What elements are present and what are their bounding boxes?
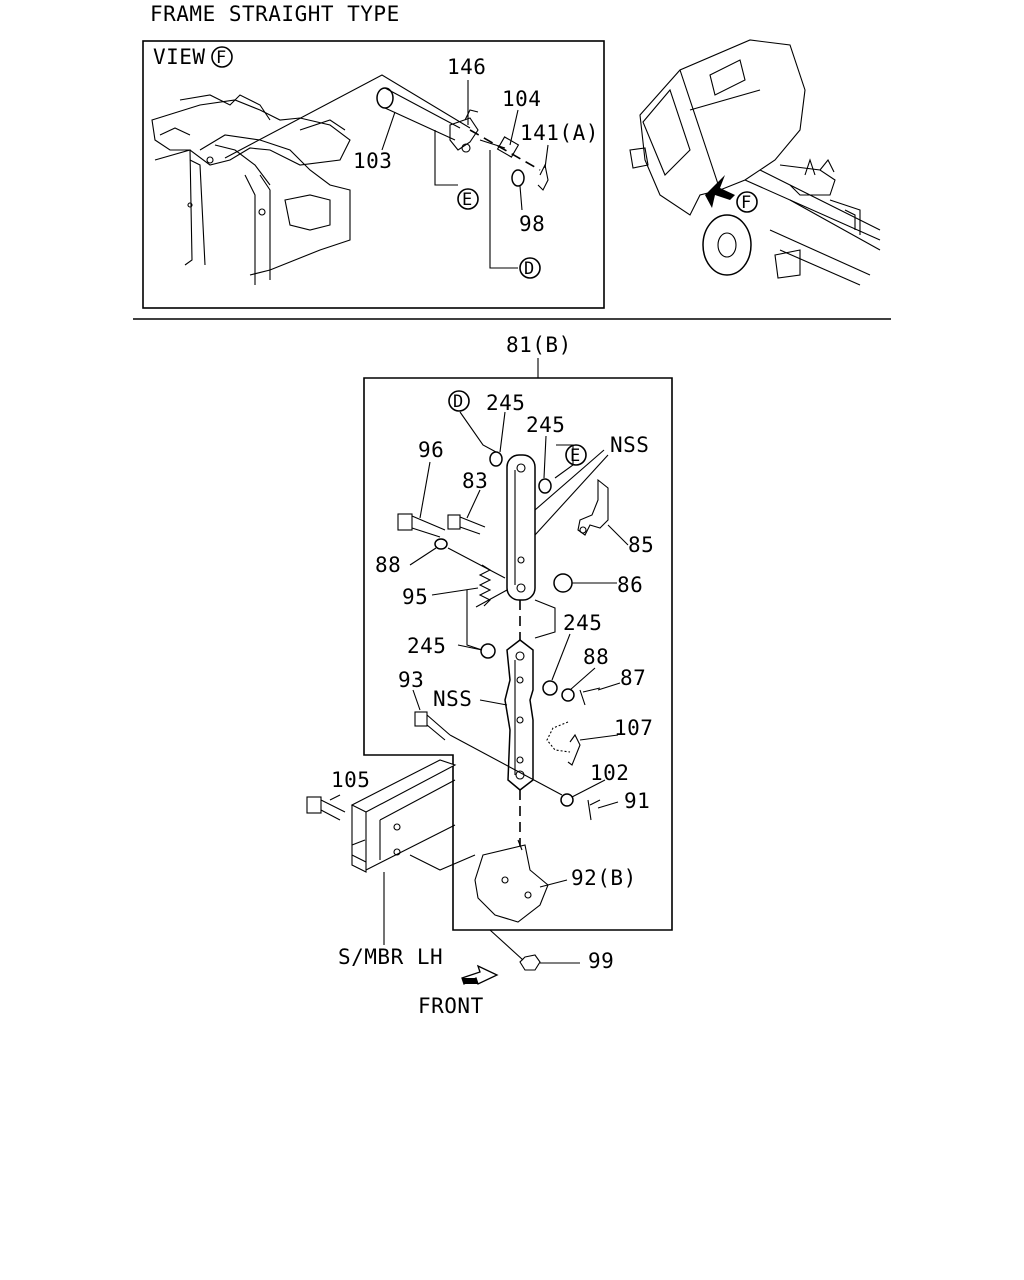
bolt-93 <box>414 711 451 741</box>
label-91: 91 <box>624 789 650 813</box>
label-146: 146 <box>447 55 486 79</box>
label-front: FRONT <box>418 994 484 1018</box>
assembly-frame <box>363 377 673 931</box>
bushing-245-d <box>542 680 558 696</box>
marker-d-main <box>448 390 470 412</box>
label-88-upper: 88 <box>375 553 401 577</box>
label-96: 96 <box>418 438 444 462</box>
view-frame-sketch <box>151 94 351 285</box>
marker-d-main-letter: D <box>453 392 463 412</box>
label-245-a: 245 <box>486 391 525 415</box>
diagram-title: FRAME STRAIGHT TYPE <box>150 2 400 26</box>
lower-link-arm <box>504 639 534 791</box>
label-83: 83 <box>462 469 488 493</box>
part-146 <box>449 109 479 153</box>
label-88-lower: 88 <box>583 645 609 669</box>
bushing-245-c <box>480 643 496 659</box>
label-105: 105 <box>331 768 370 792</box>
view-arrow-icon <box>705 175 735 208</box>
bushing-245-b <box>538 478 552 494</box>
bolt-83 <box>447 514 486 535</box>
label-245-b: 245 <box>526 413 565 437</box>
label-99: 99 <box>588 949 614 973</box>
bushing-245-a <box>489 451 503 467</box>
label-smbr-lh: S/MBR LH <box>338 945 443 969</box>
truck-wheel <box>702 214 752 276</box>
label-141: 141(A) <box>520 121 599 145</box>
bolt-104 <box>479 136 520 158</box>
label-245-d: 245 <box>563 611 602 635</box>
view-marker-circle <box>211 46 233 68</box>
truck-sketch <box>629 39 881 286</box>
washer-102 <box>560 793 574 807</box>
label-92: 92(B) <box>571 866 637 890</box>
bracket-92 <box>474 839 549 923</box>
washer-88-lower <box>561 688 575 702</box>
label-86: 86 <box>617 573 643 597</box>
marker-f-truck-letter: F <box>741 193 751 213</box>
marker-e-main-letter: E <box>570 446 580 466</box>
label-81: 81(B) <box>506 333 572 357</box>
label-107: 107 <box>614 716 653 740</box>
view-axis <box>469 129 541 171</box>
marker-d-top <box>519 257 541 279</box>
marker-e-top-letter: E <box>462 190 472 210</box>
washer-88-upper <box>434 538 448 550</box>
view-label: VIEW <box>153 45 206 69</box>
view-leader-frame <box>224 74 471 159</box>
chain-pin-107 <box>546 721 581 766</box>
pin-103 <box>376 87 461 141</box>
marker-d-top-letter: D <box>524 259 534 279</box>
upper-link-arm <box>506 454 536 601</box>
label-103: 103 <box>353 149 392 173</box>
label-85: 85 <box>628 533 654 557</box>
clip-141 <box>537 163 549 191</box>
view-marker-letter: F <box>216 48 226 68</box>
bolt-96 <box>397 513 446 538</box>
bolt-105 <box>306 796 346 821</box>
front-arrow-icon <box>461 964 499 985</box>
label-nss-bottom: NSS <box>433 687 472 711</box>
label-93: 93 <box>398 668 424 692</box>
view-f-frame <box>142 40 605 309</box>
label-87: 87 <box>620 666 646 690</box>
washer-98 <box>511 169 525 187</box>
label-98: 98 <box>519 212 545 236</box>
label-245-c: 245 <box>407 634 446 658</box>
label-95: 95 <box>402 585 428 609</box>
top-leaders <box>381 80 549 269</box>
label-102: 102 <box>590 761 629 785</box>
marker-f-truck <box>736 191 758 213</box>
side-member-lh <box>350 759 457 873</box>
ring-86 <box>553 573 573 593</box>
bracket-85 <box>577 478 609 536</box>
pin-87 <box>579 687 601 706</box>
label-104: 104 <box>502 87 541 111</box>
marker-e-main <box>565 444 587 466</box>
nut-99 <box>519 954 541 971</box>
marker-e-top <box>457 188 479 210</box>
main-leaders <box>329 411 629 964</box>
label-nss-top: NSS <box>610 433 649 457</box>
spring-95 <box>478 564 492 607</box>
truck-wheel-hub <box>717 232 737 258</box>
pin-91 <box>587 799 601 821</box>
